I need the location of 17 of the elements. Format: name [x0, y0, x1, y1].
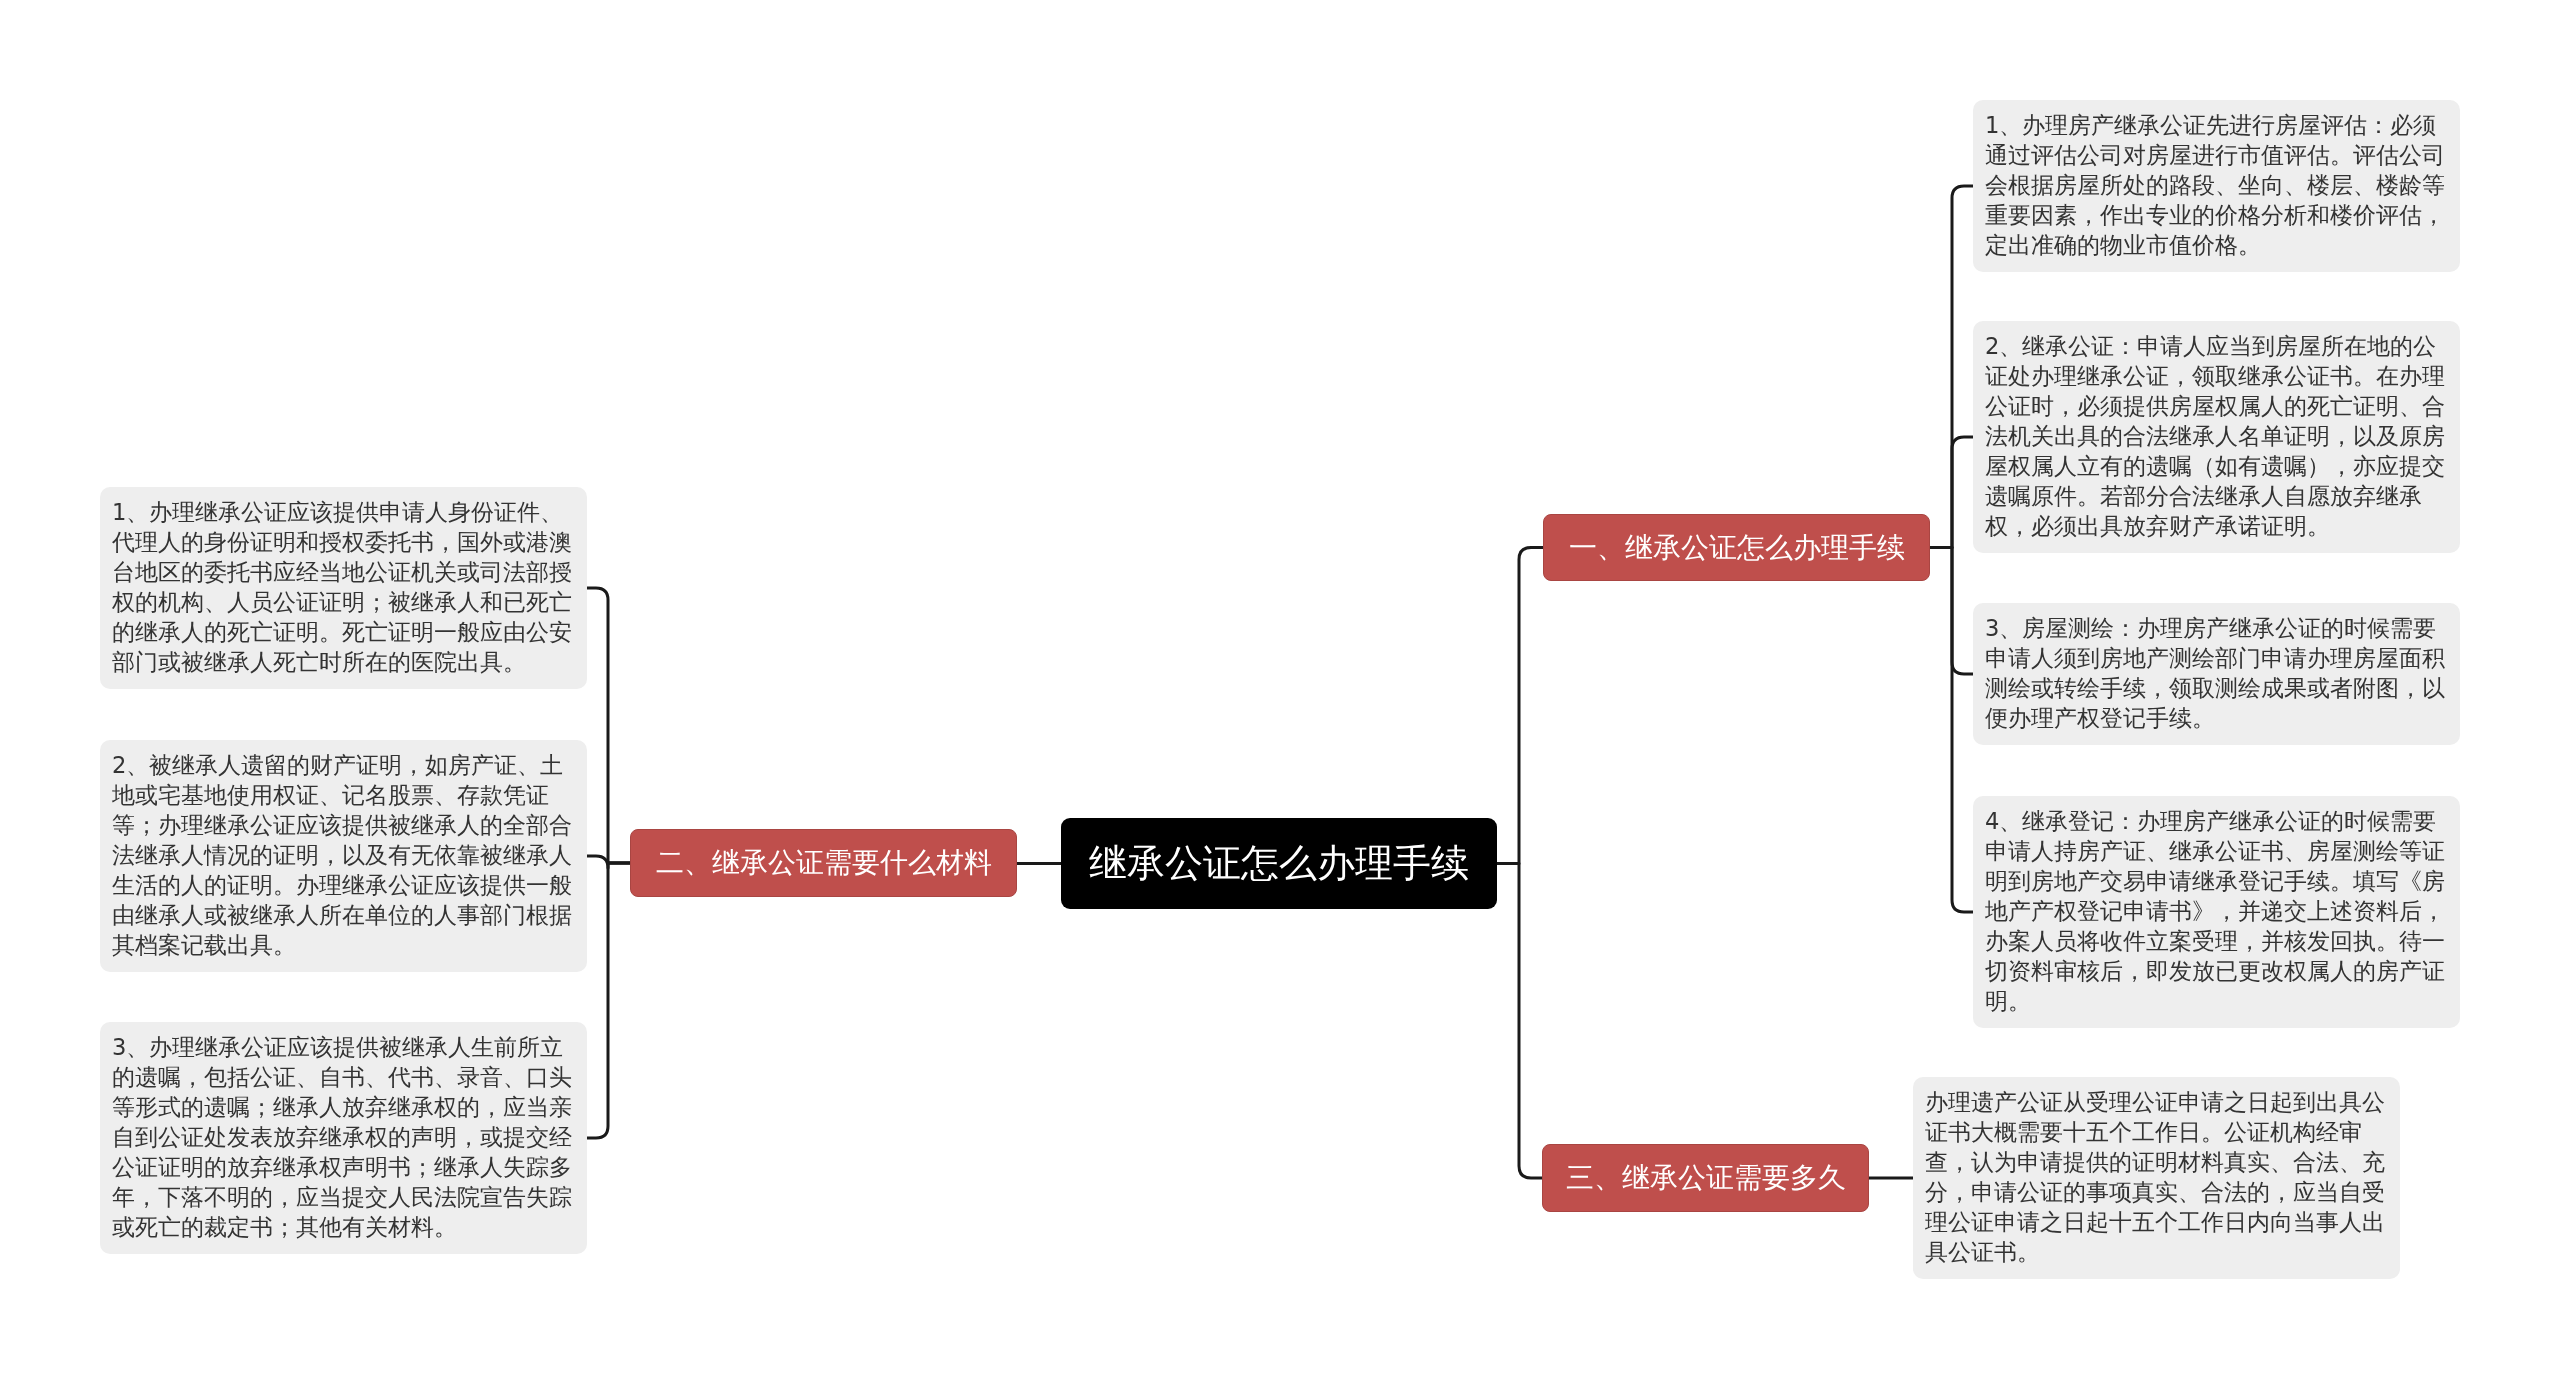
connector-line: [1497, 862, 1542, 1180]
note-card: 2、被继承人遗留的财产证明，如房产证、土地或宅基地使用权证、记名股票、存款凭证等；办理继承公证应该提供被继承人的全部合法继承人情况的证明，以及有无依靠被继承人生活的人的证明。办理继承公证应该提供一般由继承人或被继承人所在单位的人事部门根据其档案记载出具。: [100, 740, 587, 972]
connector-line: [587, 861, 630, 1140]
note-card: 办理遗产公证从受理公证申请之日起到出具公证书大概需要十五个工作日。公证机构经审查，认为申请提供的证明材料真实、合法、充分，申请公证的事项真实、合法的，应当自受理公证申请之日起十五个工作日内向当事人出具公证书。: [1913, 1077, 2400, 1279]
branch-topic: 三、继承公证需要多久: [1542, 1144, 1869, 1212]
note-card: 1、办理房产继承公证先进行房屋评估：必须通过评估公司对房屋进行市值评估。评估公司会根据房屋所处的路段、坐向、楼层、楼龄等重要因素，作出专业的价格分析和楼价评估，定出准确的物业市值价格。: [1973, 100, 2460, 272]
note-card: 2、继承公证：申请人应当到房屋所在地的公证处办理继承公证，领取继承公证书。在办理公证时，必须提供房屋权属人的死亡证明、合法机关出具的合法继承人名单证明，以及原房屋权属人立有的遗嘱（如有遗嘱），亦应提交遗嘱原件。若部分合法继承人自愿放弃继承权，必须出具放弃财产承诺证明。: [1973, 321, 2460, 553]
connector-line: [1017, 862, 1061, 865]
branch-topic: 二、继承公证需要什么材料: [630, 829, 1017, 897]
note-card: 1、办理继承公证应该提供申请人身份证件、代理人的身份证明和授权委托书，国外或港澳台地区的委托书应经当地公证机关或司法部授权的机构、人员公证证明；被继承人和已死亡的继承人的死亡证明。死亡证明一般应由公安部门或被继承人死亡时所在的医院出具。: [100, 487, 587, 689]
branch-topic: 一、继承公证怎么办理手续: [1543, 514, 1930, 581]
note-card: 3、办理继承公证应该提供被继承人生前所立的遗嘱，包括公证、自书、代书、录音、口头等形式的遗嘱；继承人放弃继承权的，应当亲自到公证处发表放弃继承权的声明，或提交经公证证明的放弃继承权声明书；继承人失踪多年，下落不明的，应当提交人民法院宣告失踪或死亡的裁定书；其他有关材料。: [100, 1022, 587, 1254]
note-card: 3、房屋测绘：办理房产继承公证的时候需要申请人须到房地产测绘部门申请办理房屋面积测绘或转绘手续，领取测绘成果或者附图，以便办理产权登记手续。: [1973, 603, 2460, 745]
note-card: 4、继承登记：办理房产继承公证的时候需要申请人持房产证、继承公证书、房屋测绘等证明到房地产交易申请继承登记手续。填写《房地产产权登记申请书》，并递交上述资料后，办案人员将收件立案受理，并核发回执。待一切资料审核后，即发放已更改权属人的房产证明。: [1973, 796, 2460, 1028]
central-topic: 继承公证怎么办理手续: [1061, 818, 1497, 909]
connector-line: [1930, 546, 1973, 914]
connector-line: [1869, 1176, 1913, 1180]
